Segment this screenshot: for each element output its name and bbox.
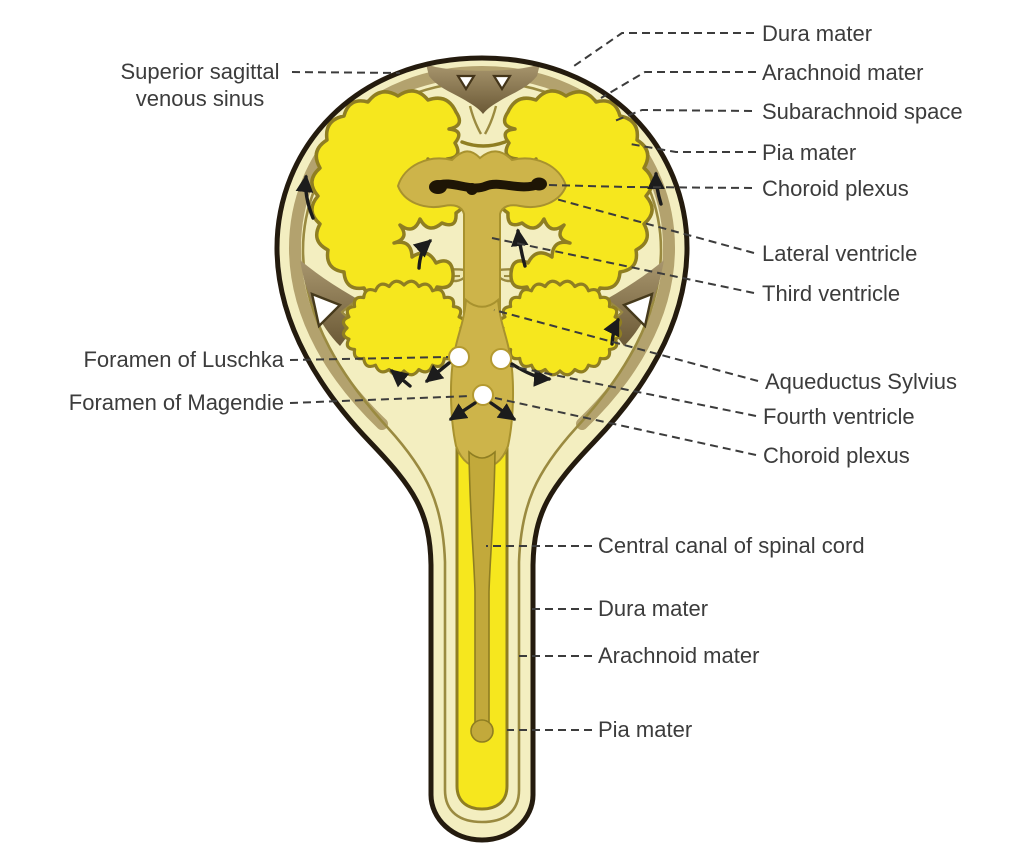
arachnoid-mater-line: [301, 80, 663, 824]
label-superior-sagittal-line2: venous sinus: [136, 86, 264, 111]
lateral-ventricle: [396, 150, 568, 338]
label-dura-mater: Dura mater: [762, 21, 872, 46]
label-arachnoid-mater-spinal: Arachnoid mater: [598, 643, 759, 668]
csf-flow-arrow-cisterna-left: [389, 369, 412, 388]
leader-subarachnoid-space: [611, 109, 753, 123]
leader-superior-sagittal: [291, 71, 401, 74]
label-dura-mater-spinal: Dura mater: [598, 596, 708, 621]
labels: Superior sagittal venous sinus Foramen o…: [69, 21, 963, 742]
csf-flow-arrow-right-cortex: [647, 171, 665, 206]
label-fourth-ventricle: Fourth ventricle: [763, 404, 915, 429]
venous-space-triangle-right: [621, 292, 654, 329]
choroid-plexus-bar: [431, 179, 545, 193]
leader-choroid-plexus-fourth: [494, 397, 757, 456]
leader-arachnoid-mater: [600, 71, 756, 99]
label-aqueductus-sylvius: Aqueductus Sylvius: [765, 369, 957, 394]
label-choroid-plexus: Choroid plexus: [762, 176, 909, 201]
label-third-ventricle: Third ventricle: [762, 281, 900, 306]
leader-dura-mater: [573, 32, 754, 67]
leader-pia-mater: [629, 143, 756, 153]
leader-fourth-ventricle: [509, 365, 757, 417]
label-central-canal: Central canal of spinal cord: [598, 533, 865, 558]
leader-foramen-magendie: [289, 395, 472, 404]
leader-lateral-ventricle: [555, 198, 755, 254]
csf-flow-arrow-magendie-right: [489, 401, 517, 421]
csf-flow-arrow-right-tentorium: [510, 228, 529, 268]
label-foramen-magendie: Foramen of Magendie: [69, 390, 284, 415]
superior-sagittal-sinus: [426, 64, 540, 114]
label-lateral-ventricle: Lateral ventricle: [762, 241, 917, 266]
csf-flow-arrow-luschka-left: [424, 361, 451, 383]
leader-third-ventricle: [491, 237, 755, 294]
csf-flow-arrow-left-tentorium: [412, 239, 432, 270]
choroid-plexus-knob-right: [531, 177, 547, 191]
label-arachnoid-mater: Arachnoid mater: [762, 60, 923, 85]
venous-space-triangle-top-right: [492, 74, 512, 92]
choroid-plexus-knob-left: [429, 180, 447, 194]
label-choroid-plexus-fourth: Choroid plexus: [763, 443, 910, 468]
central-canal-bulb: [470, 719, 494, 743]
label-foramen-luschka: Foramen of Luschka: [83, 347, 284, 372]
label-superior-sagittal-line1: Superior sagittal: [121, 59, 280, 84]
choroid-plexus-knob-mid: [466, 183, 478, 195]
foramen-magendie-opening: [472, 384, 494, 406]
csf-flow-arrow-left-cortex: [295, 174, 315, 220]
leader-aqueductus-sylvius: [493, 309, 759, 382]
csf-flow-arrow-magendie-left: [448, 401, 477, 421]
label-pia-mater-spinal: Pia mater: [598, 717, 692, 742]
foramen-luschka-right-opening: [490, 348, 512, 370]
csf-flow-arrow-luschka-right: [510, 362, 552, 387]
label-subarachnoid-space: Subarachnoid space: [762, 99, 963, 124]
corpus-callosum-line: [460, 140, 507, 148]
leader-foramen-luschka: [289, 356, 449, 361]
foramen-luschka-left-opening: [448, 346, 470, 368]
label-pia-mater: Pia mater: [762, 140, 856, 165]
leader-choroid-plexus: [548, 184, 753, 189]
venous-space-triangle-left: [310, 292, 343, 329]
longitudinal-fissure-left-line: [468, 105, 483, 135]
venous-space-triangle-top-left: [456, 74, 476, 92]
dura-mater-outline: [274, 55, 690, 843]
longitudinal-fissure-right-line: [483, 105, 498, 135]
